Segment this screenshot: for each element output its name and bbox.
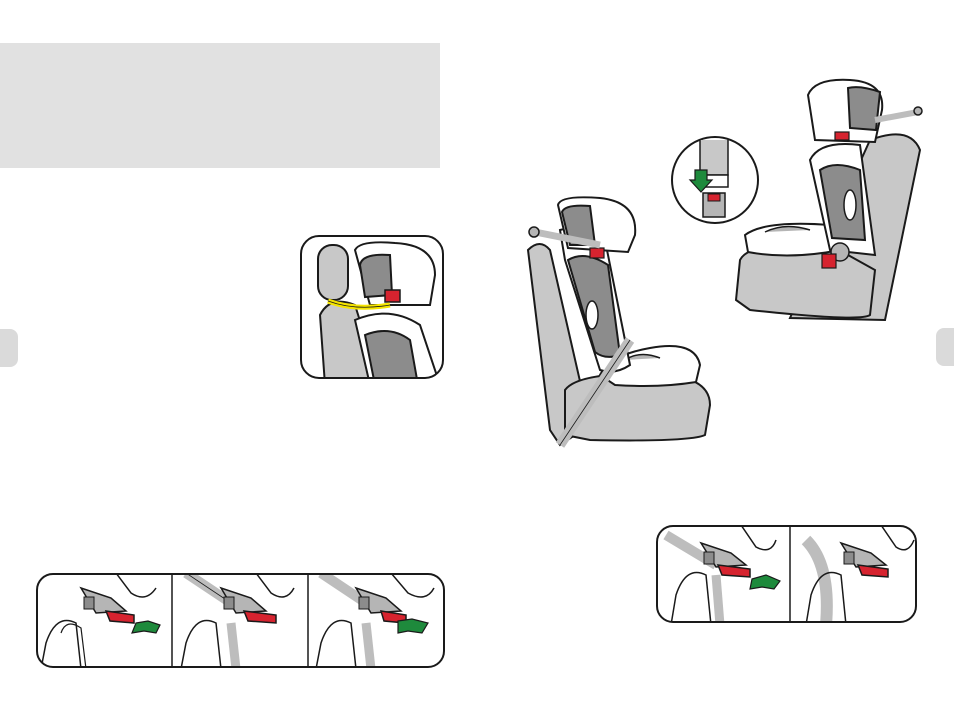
seat-with-isofix-illustration (671, 78, 923, 322)
pull-arrow-icon (131, 620, 161, 634)
step-3-frame (315, 574, 435, 667)
buckle-release-inset (671, 136, 759, 224)
vehicle-headrest-icon (317, 244, 349, 301)
step-1-frame (40, 574, 161, 667)
release-lever-icon (242, 610, 277, 624)
isofix-connector-icon (821, 253, 837, 269)
step-2-frame (180, 574, 295, 667)
page-tab-right (936, 328, 954, 366)
release-lever-icon (104, 610, 135, 624)
header-banner (0, 43, 440, 168)
push-down-arrow-icon (688, 169, 714, 193)
release-lever-icon (856, 564, 889, 578)
headrest-adjustment-illustration (300, 235, 444, 379)
release-three-step-panel (36, 573, 445, 668)
release-lever-icon (716, 564, 751, 578)
step-b-frame (801, 526, 915, 622)
step-a-frame (663, 526, 781, 622)
pull-arrow-icon (749, 574, 781, 590)
release-two-step-panel (656, 525, 917, 623)
pull-arrow-icon (397, 618, 429, 634)
page-tab-left (0, 329, 18, 367)
seat-with-belt-illustration (526, 196, 712, 448)
